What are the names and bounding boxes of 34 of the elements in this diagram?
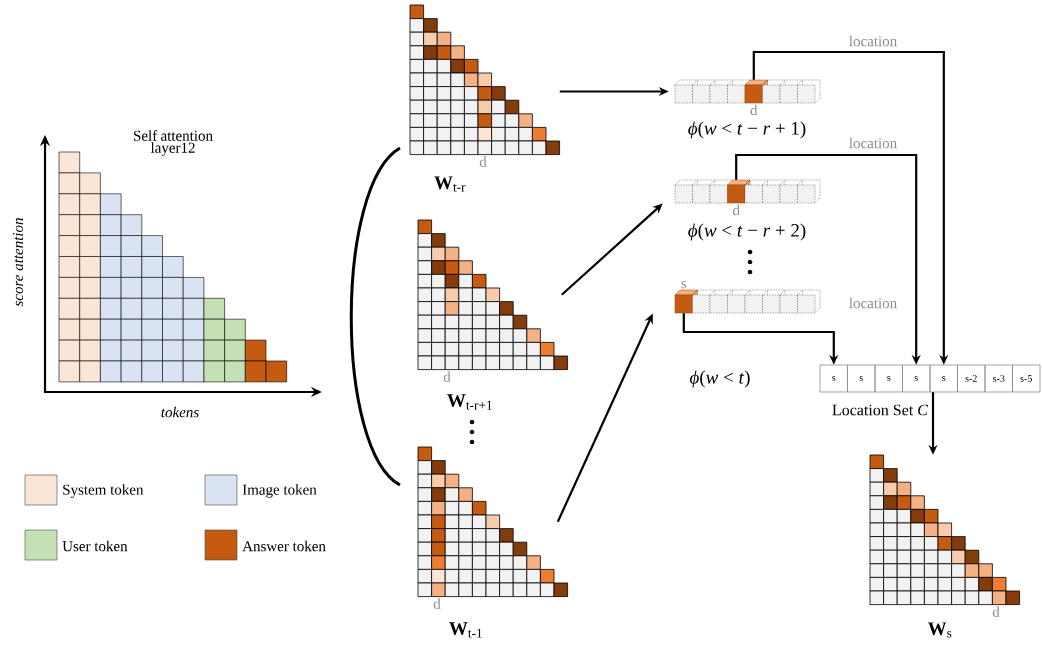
chart-title: Self attention layer12 [134,130,213,156]
legend-label: User token [62,540,128,552]
node-label: s-5 [1020,375,1032,382]
matrix-caption: W$_{t-r}$ [434,176,466,192]
node-label: s [859,376,863,381]
edge-label: location [847,136,899,150]
legend-label: Answer token [242,540,326,552]
node-label: s-3 [993,375,1005,382]
location-label: location [849,297,897,309]
column-label: s [681,281,687,289]
matrix-caption: W$_{t-r+1}$ [447,394,492,410]
column-label: d [479,156,487,167]
column-label: d [733,204,740,216]
edge-label: location [847,34,899,48]
location-set-row: s s s s s s-2 s-3 s-5 [819,364,1041,393]
matrix-caption: Location Set C [832,404,929,416]
column-label: d [433,598,441,609]
matrix-caption: W$_{s}$ [927,622,952,638]
matrix-caption: ϕ(w < t) [689,370,750,388]
node-label: s [914,376,918,381]
column-label: d [750,104,758,116]
legend-label: Image token [242,484,317,498]
matrix-caption: W$_{t-1}$ [449,622,482,638]
axis-label: tokens [161,406,199,418]
node-label: s-2 [965,375,977,382]
matrix-caption: ϕ(w < t − r + 2) [688,223,806,241]
column-label: d [443,371,451,382]
axis-label: score attention [12,218,24,307]
matrix-caption: ϕ(w < t − r + 1) [688,121,806,139]
column-label: d [992,606,1000,617]
node-label: s [942,376,946,381]
node-label: s [887,376,891,381]
legend-label: System token [63,484,144,498]
node-label: s [832,376,836,381]
